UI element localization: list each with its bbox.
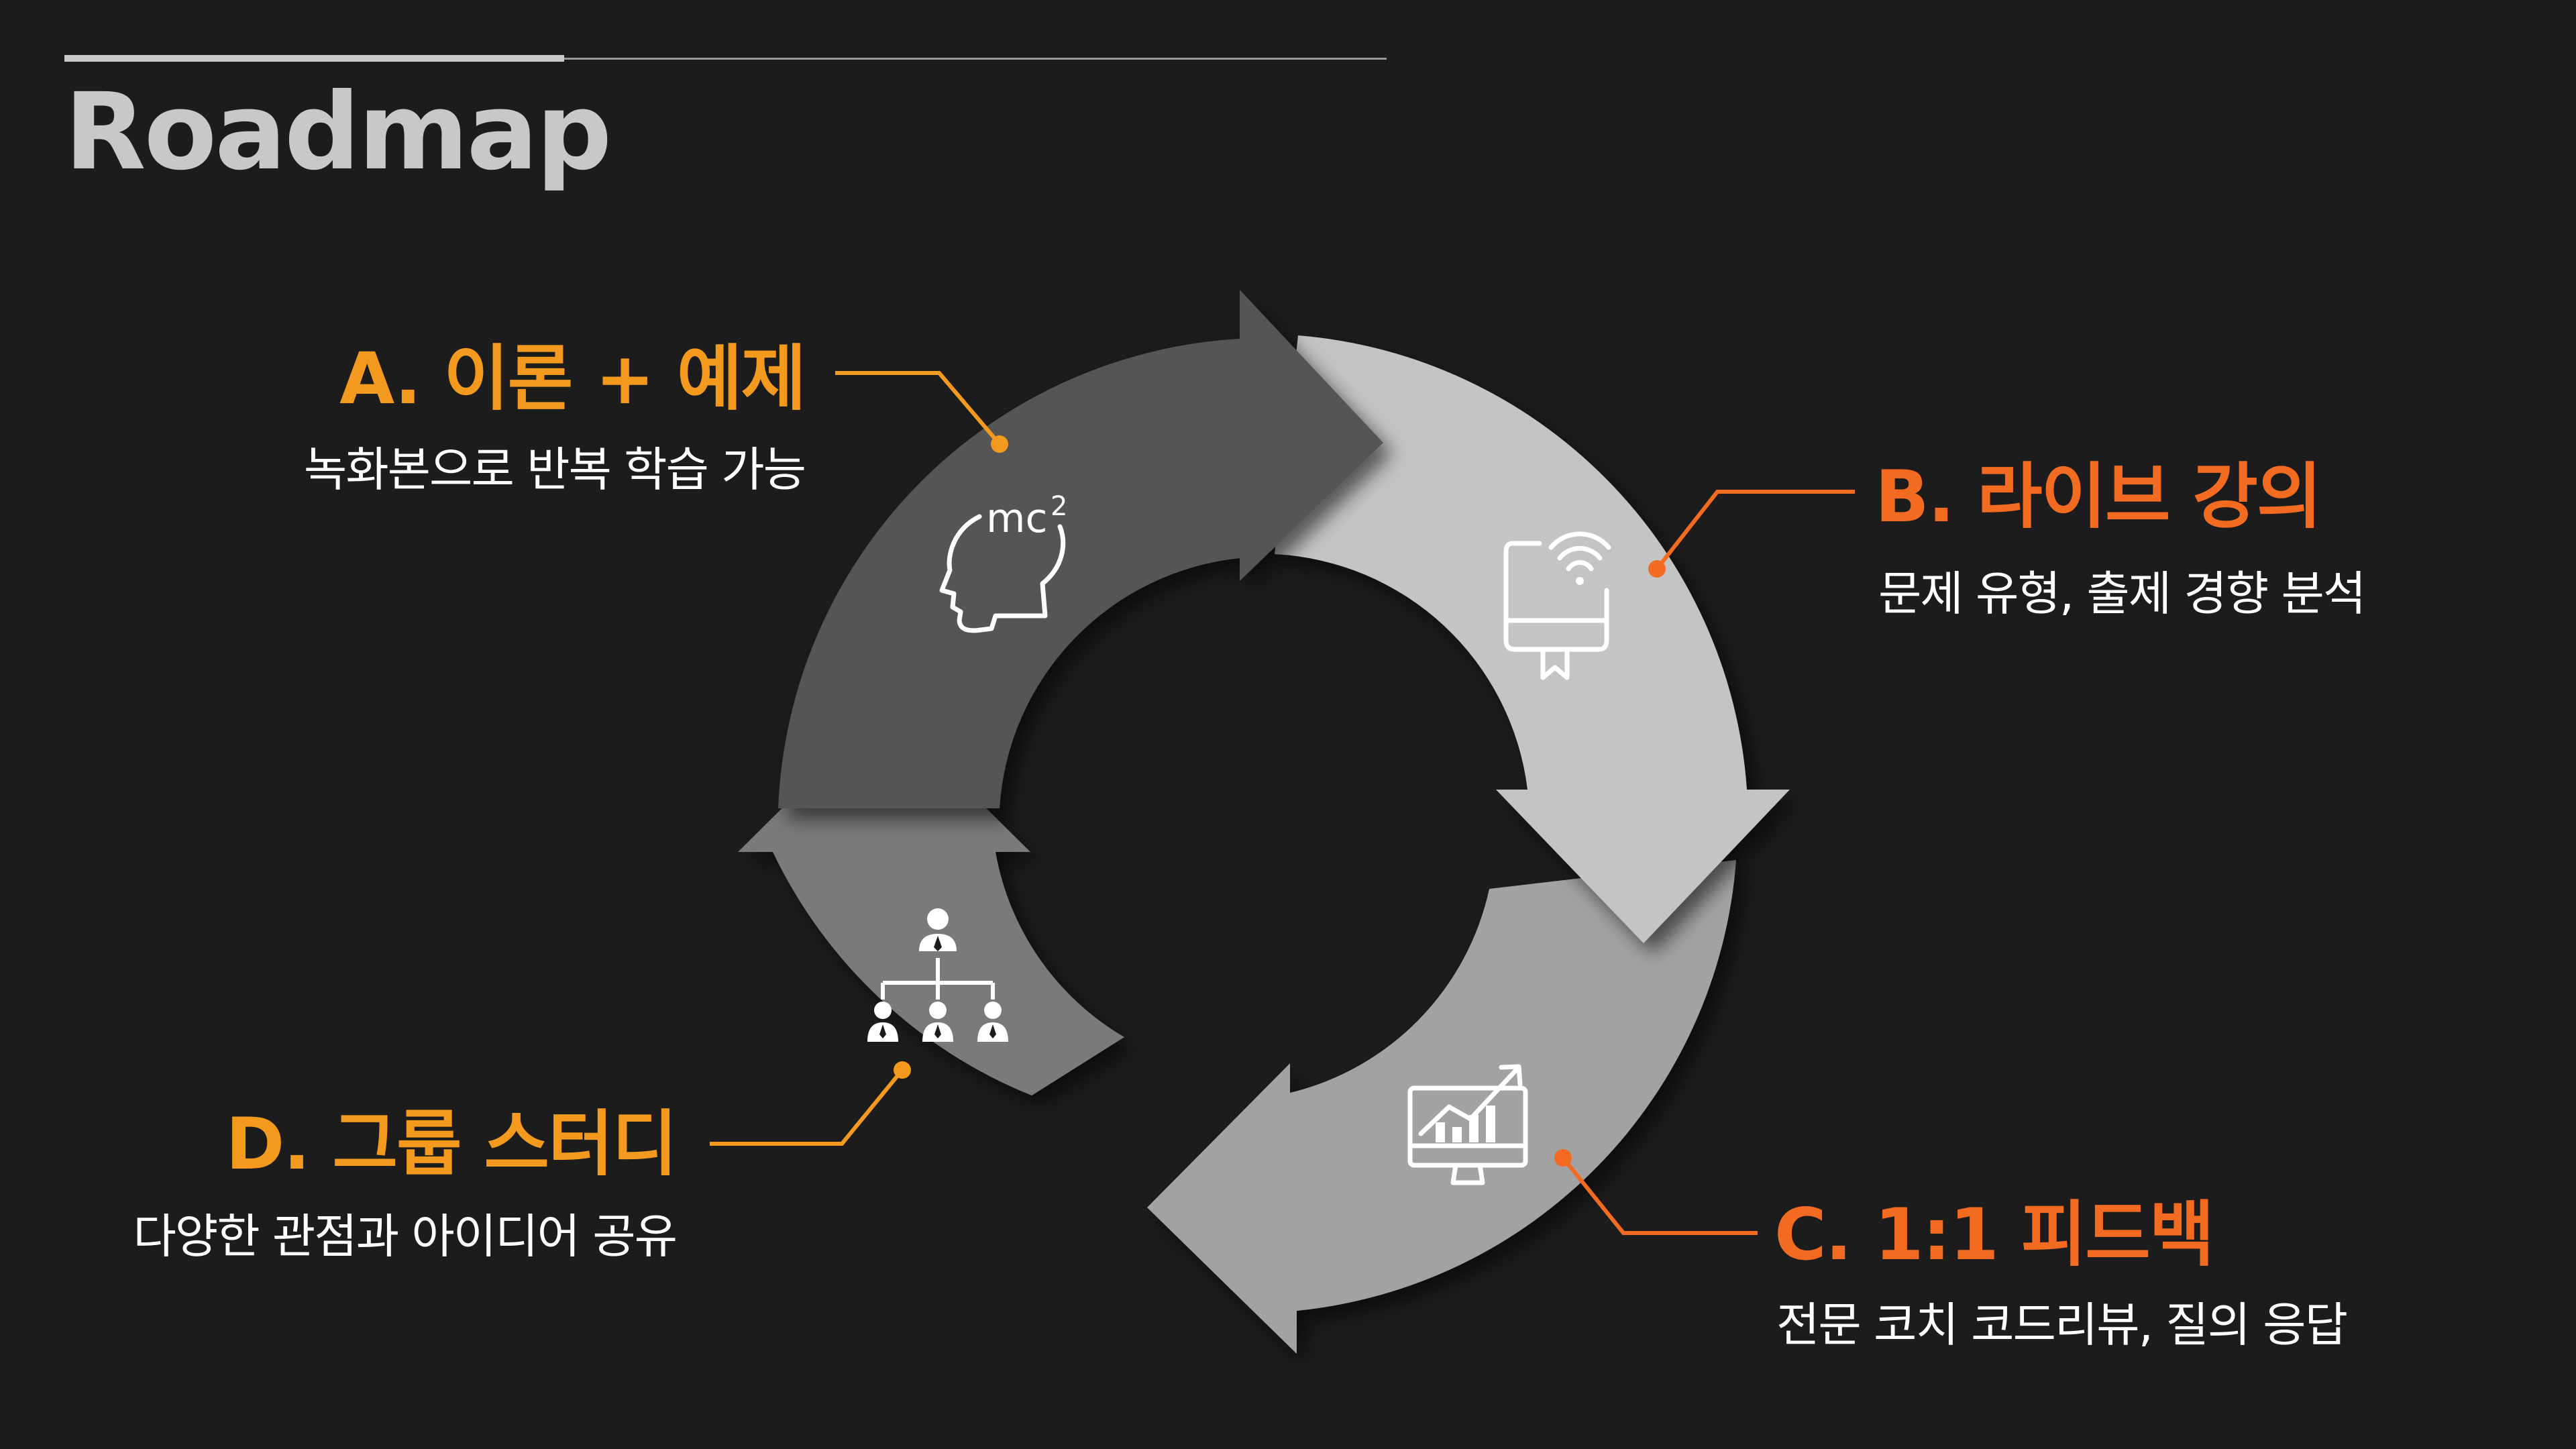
connector-b — [1655, 490, 1855, 570]
subtitle-a: 녹화본으로 반복 학습 가능 — [303, 442, 806, 497]
heading-b: B. 라이브 강의 — [1875, 455, 2322, 538]
live-tablet-wifi-icon — [1503, 531, 1611, 680]
connector-d — [710, 1069, 904, 1146]
subtitle-d: 다양한 관점과 아이디어 공유 — [133, 1209, 678, 1264]
subtitle-c: 전문 코치 코드리뷰, 질의 응답 — [1776, 1297, 2348, 1352]
top-rule-thick — [64, 55, 564, 62]
connector-a-dot — [991, 435, 1008, 453]
segment-a — [778, 290, 1383, 808]
svg-text:2: 2 — [1051, 491, 1067, 522]
group-hierarchy-icon — [867, 908, 1008, 1042]
connector-c-dot — [1554, 1149, 1572, 1167]
heading-a: A. 이론 + 예제 — [339, 337, 806, 420]
heading-c: C. 1:1 피드백 — [1774, 1193, 2214, 1276]
heading-d: D. 그룹 스터디 — [225, 1103, 678, 1185]
connector-c — [1561, 1157, 1758, 1235]
connector-b-dot — [1648, 560, 1666, 578]
segment-b — [1275, 335, 1790, 943]
svg-text:mc: mc — [986, 495, 1047, 542]
top-rule-thin — [564, 58, 1387, 60]
subtitle-b: 문제 유형, 출제 경향 분석 — [1878, 566, 2366, 621]
connector-d-dot — [894, 1061, 911, 1079]
connector-a — [835, 371, 1002, 445]
segment-c — [1147, 860, 1736, 1354]
growth-chart-monitor-icon — [1407, 1064, 1528, 1185]
page-title: Roadmap — [64, 70, 612, 194]
head-mc2-icon: mc 2 — [939, 491, 1067, 633]
